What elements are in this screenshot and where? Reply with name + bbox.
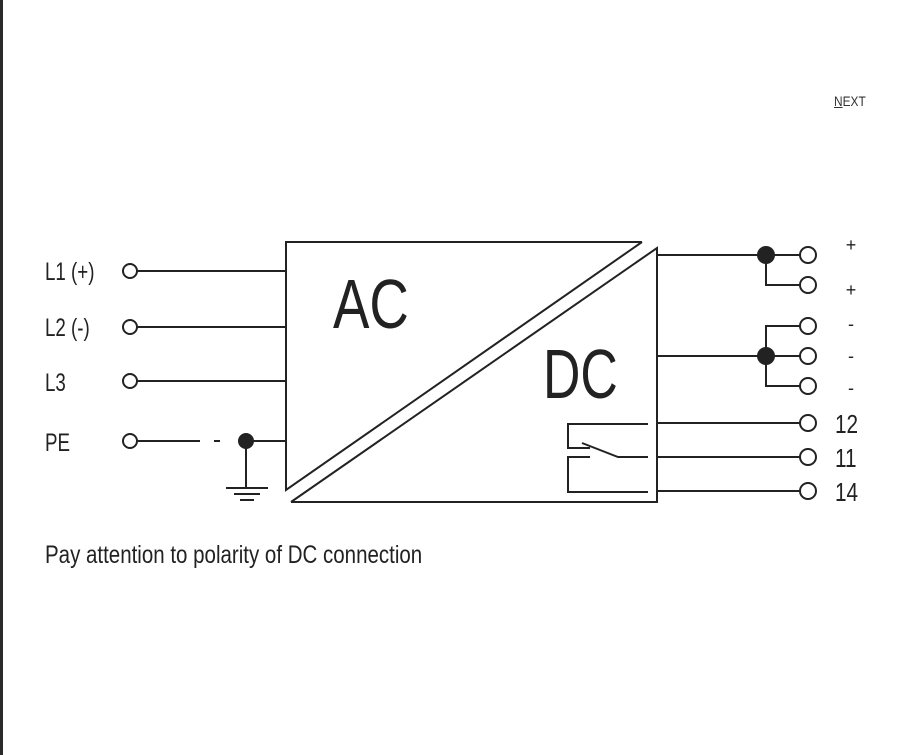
output-label-12: 12: [835, 410, 858, 439]
dc-label: DC: [543, 335, 618, 413]
output-label-plus-2: +: [846, 280, 857, 300]
next-link[interactable]: NEXT: [834, 93, 866, 109]
ac-block: [285, 241, 643, 492]
window-left-border: [0, 0, 3, 755]
relay-switch-blade: [581, 442, 648, 458]
relay-contact-top: [567, 423, 648, 449]
terminal-minus-3: [799, 377, 817, 395]
terminal-minus-2: [799, 347, 817, 365]
next-link-underlined: N: [834, 93, 843, 109]
input-label-l1: L1 (+): [45, 257, 94, 285]
minus-junction-dot: [757, 347, 775, 365]
dc-block: [290, 246, 658, 503]
terminal-pe: [122, 433, 138, 449]
plus-branch: [765, 255, 800, 286]
output-label-11: 11: [835, 444, 857, 473]
pe-junction-dot: [238, 433, 254, 449]
ac-label: AC: [333, 266, 409, 344]
terminal-11: [799, 448, 817, 466]
output-label-minus-2: -: [848, 346, 854, 366]
terminal-14: [799, 482, 817, 500]
output-label-minus-1: -: [848, 314, 854, 334]
output-label-minus-3: -: [848, 378, 854, 398]
terminal-l1: [122, 263, 138, 279]
terminal-plus-2: [799, 276, 817, 294]
terminal-l3: [122, 373, 138, 389]
input-label-l2: L2 (-): [45, 313, 90, 341]
output-label-plus-1: +: [846, 235, 857, 255]
input-label-pe: PE: [45, 428, 70, 456]
next-link-rest: EXT: [842, 93, 866, 109]
terminal-plus-1: [799, 246, 817, 264]
terminal-minus-1: [799, 317, 817, 335]
terminal-12: [799, 414, 817, 432]
terminal-l2: [122, 319, 138, 335]
plus-junction-dot: [757, 246, 775, 264]
input-label-l3: L3: [45, 368, 66, 396]
polarity-caption: Pay attention to polarity of DC connecti…: [45, 541, 423, 569]
output-label-14: 14: [835, 478, 858, 507]
relay-contact-bottom: [567, 456, 648, 493]
